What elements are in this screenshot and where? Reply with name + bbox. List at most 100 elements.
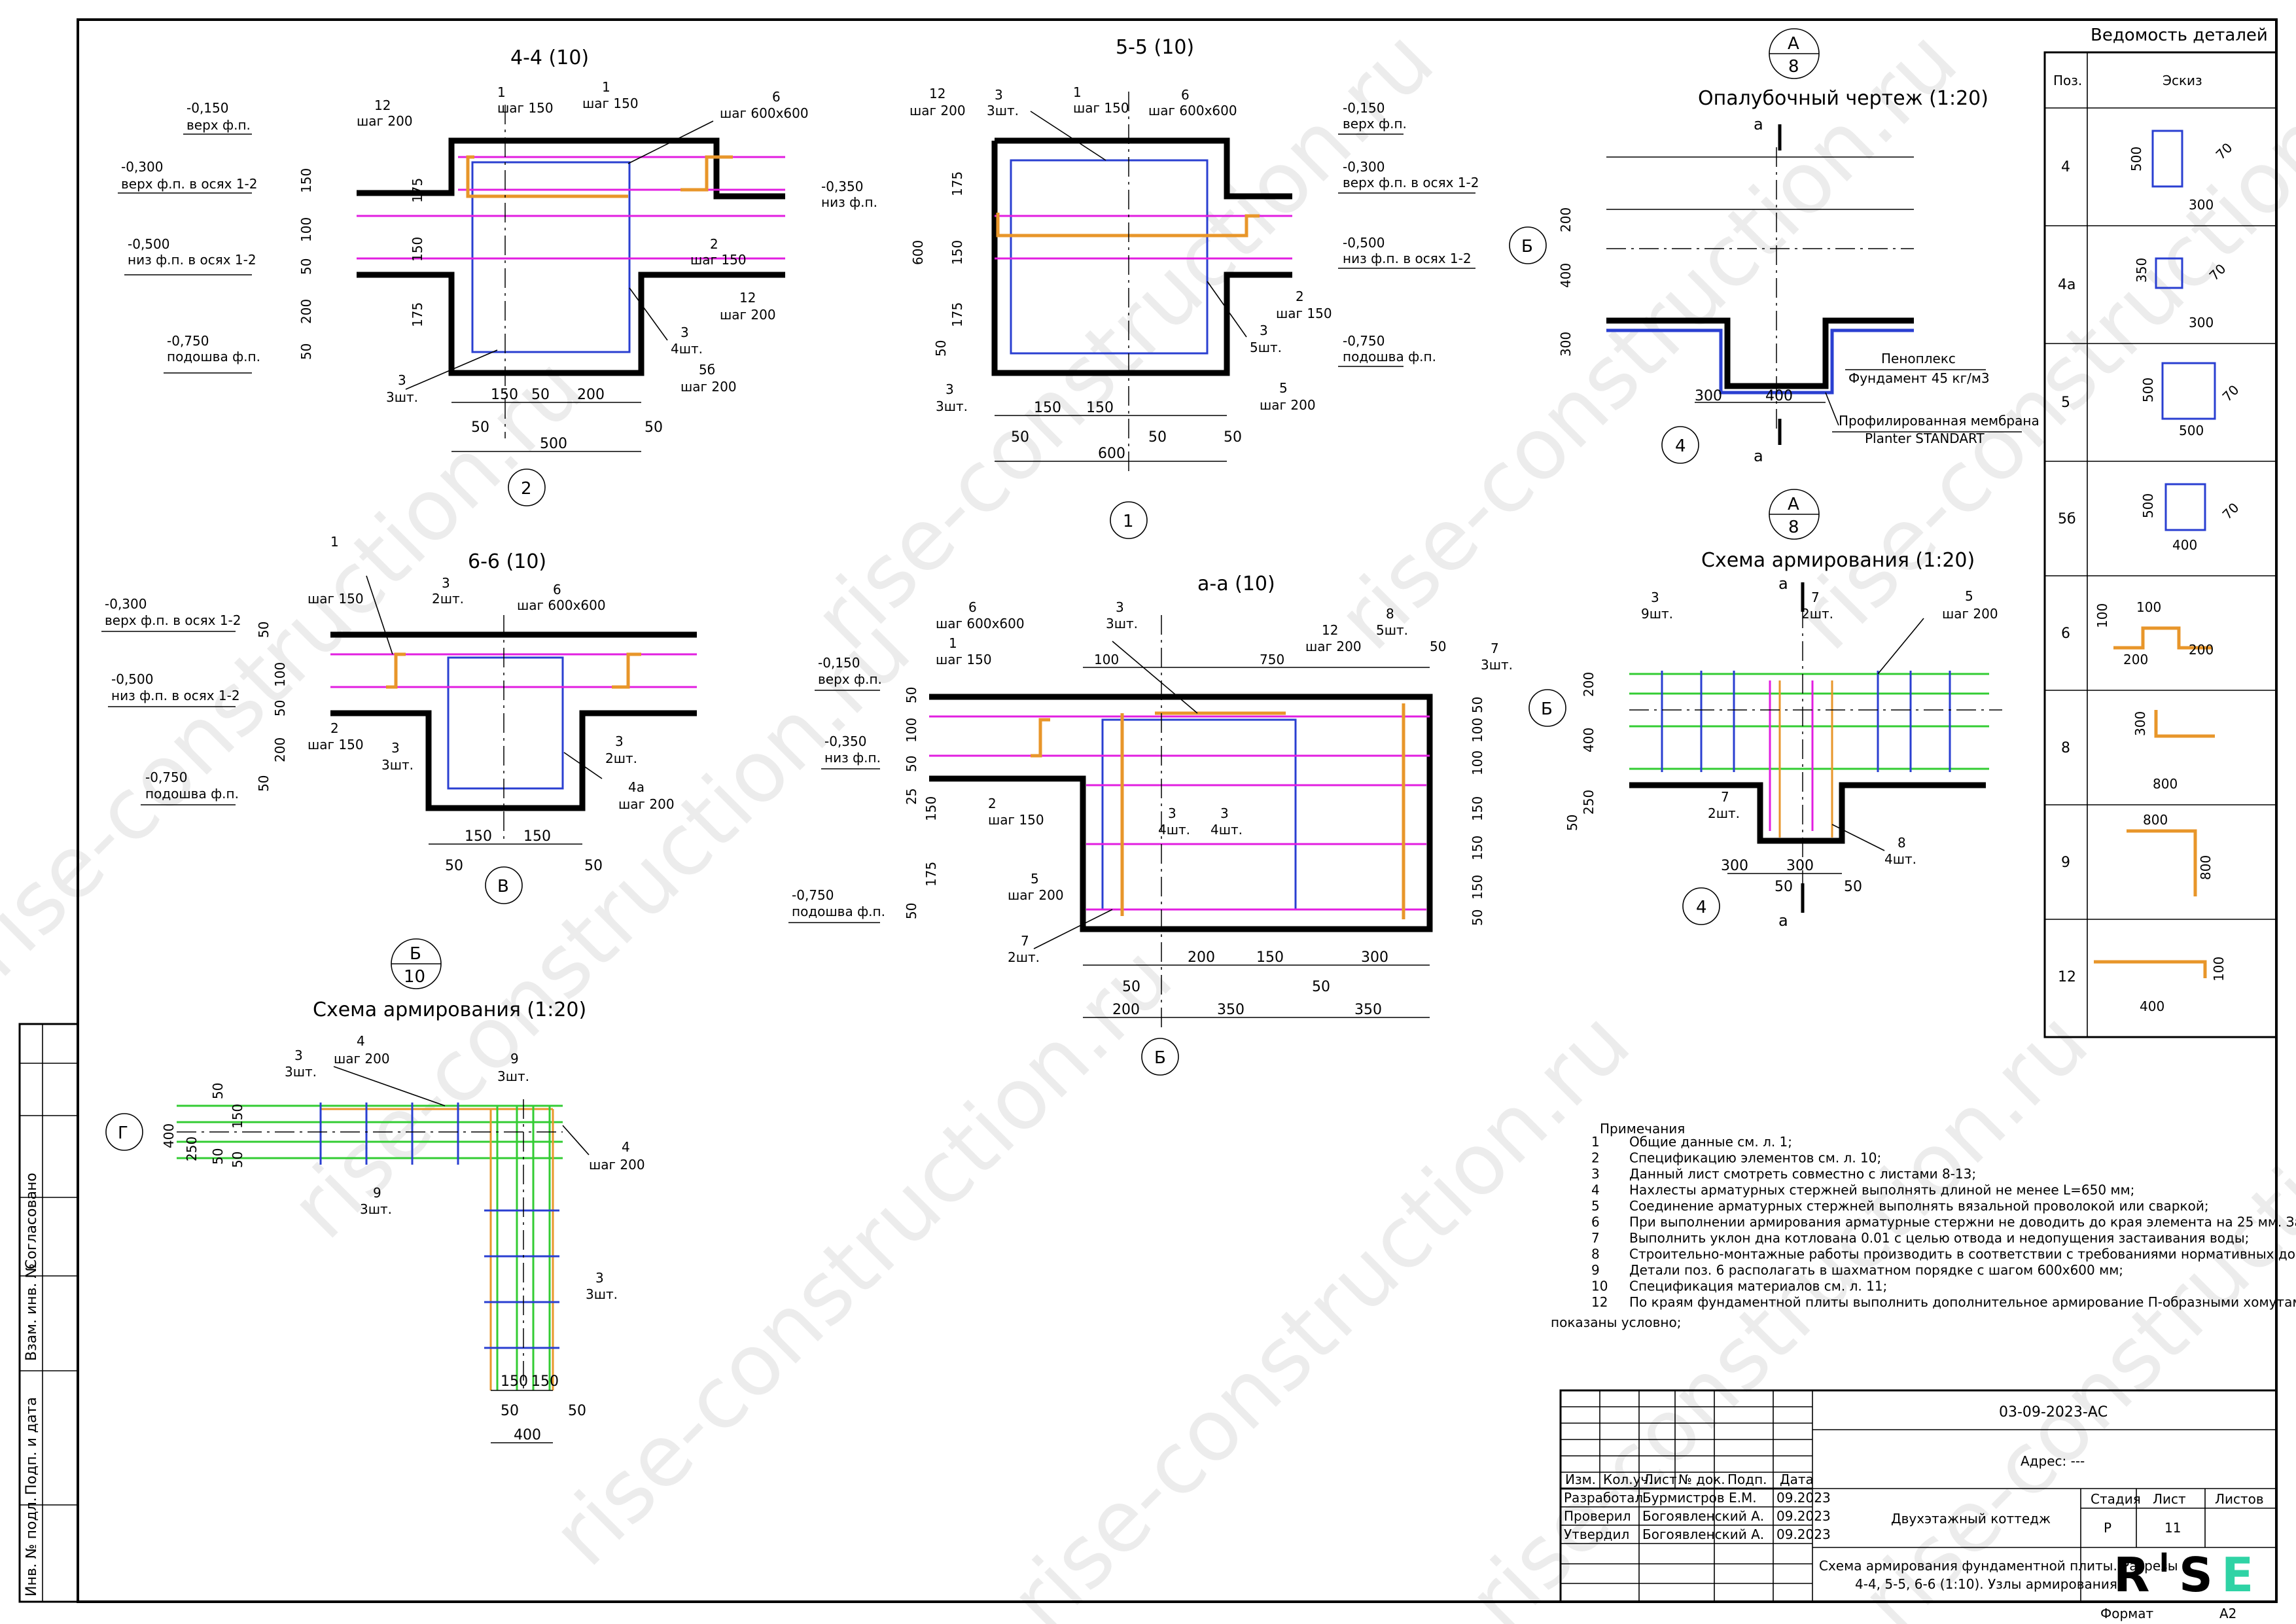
note-label: Planter STANDART — [1865, 431, 1985, 446]
note-number: 6 — [1591, 1214, 1600, 1230]
dim-label: 600 — [910, 240, 926, 265]
dim-label: 350 — [1354, 1002, 1382, 1018]
node-marker-top: Б — [410, 944, 421, 964]
stamp-person-date: 09.2023 — [1776, 1527, 1831, 1542]
dim-label: 300 — [1361, 949, 1388, 966]
level-value: -0,750 — [792, 887, 834, 903]
level-text: низ ф.п. — [824, 750, 881, 766]
dim-label: 500 — [540, 436, 567, 452]
callout: шаг 150 — [582, 96, 639, 111]
dim-label: 200 — [577, 387, 605, 403]
level-text: подошва ф.п. — [167, 349, 260, 364]
callout: 7 — [1721, 789, 1729, 805]
callout: шаг 200 — [910, 103, 966, 118]
node-A8-reinforcement: А 8 Схема армирования (1:20) а а Б 4 200… — [1528, 489, 2002, 930]
level-text: верх ф.п. в осях 1-2 — [121, 176, 258, 192]
callout: шаг 200 — [357, 113, 413, 129]
svg-text:S: S — [2179, 1547, 2213, 1602]
level-text: верх ф.п. — [1343, 116, 1407, 132]
sketch-dim: 800 — [2153, 776, 2178, 792]
dim-label: 50 — [210, 1083, 226, 1099]
dim-label: 200 — [298, 299, 314, 324]
level-value: -0,150 — [818, 655, 860, 671]
axis-marker-label: 4 — [1675, 436, 1686, 456]
level-text: верх ф.п. — [186, 117, 251, 133]
note-number: 1 — [1591, 1134, 1600, 1150]
dim-label: 50 — [1564, 815, 1580, 831]
node-marker-top: А — [1788, 34, 1799, 54]
callout: шаг 200 — [680, 379, 737, 395]
callout: 2шт. — [1708, 805, 1740, 821]
dim-label: 150 — [298, 168, 314, 193]
sketch-dim: 300 — [2189, 315, 2214, 330]
note-number: 9 — [1591, 1262, 1600, 1278]
dim-label: 50 — [210, 1148, 226, 1165]
sketch-dim: 200 — [2189, 642, 2214, 658]
callout: 9 — [373, 1185, 381, 1201]
stirrup — [447, 656, 564, 790]
level-text: низ ф.п. в осях 1-2 — [128, 252, 256, 268]
dim-label: 200 — [1112, 1002, 1140, 1018]
dim-label: 100 — [1094, 652, 1119, 667]
dim-label: 400 — [1558, 263, 1574, 288]
callout: шаг 200 — [1008, 887, 1064, 903]
stamp-person-role: Разработал — [1564, 1490, 1643, 1506]
sketch-dim: 500 — [2179, 423, 2204, 438]
callout: 3шт. — [586, 1286, 618, 1302]
dim-label: 300 — [1695, 388, 1722, 404]
axis-marker — [105, 1113, 143, 1151]
node-marker-bottom: 8 — [1788, 518, 1799, 537]
stamp-code: 03-09-2023-АС — [1999, 1404, 2108, 1421]
callout: 5 — [1031, 871, 1039, 887]
callout: 2 — [710, 236, 718, 252]
callout: шаг 600х600 — [936, 616, 1025, 631]
sketch-dim: 500 — [2128, 147, 2144, 171]
level-text: подошва ф.п. — [1343, 349, 1436, 364]
dim-label: 175 — [410, 178, 425, 203]
watermark-text: rise-construction.ru — [0, 338, 602, 996]
cut-label: а — [1754, 447, 1763, 465]
callout: шаг 150 — [308, 737, 364, 752]
note-label: Фундамент 45 кг/м3 — [1848, 370, 1990, 386]
schedule-title: Ведомость деталей — [2091, 26, 2268, 45]
dim-label: 150 — [491, 387, 518, 403]
node-marker-bottom: 10 — [404, 967, 425, 987]
callout: 1 — [1073, 84, 1082, 100]
sketch-stirrup — [2161, 362, 2216, 420]
callout: 3шт. — [936, 398, 968, 414]
axis-marker — [508, 468, 546, 506]
callout: 2шт. — [432, 591, 464, 607]
level-value: -0,150 — [1343, 100, 1385, 116]
stamp-stage-header: Стадия — [2091, 1491, 2141, 1507]
dim-label: 50 — [1122, 979, 1140, 995]
callout: шаг 600х600 — [720, 105, 809, 121]
callout: шаг 150 — [988, 812, 1044, 828]
axis-marker — [485, 866, 523, 904]
stamp-title-line2: 4-4, 5-5, 6-6 (1:10). Узлы армирования — [1855, 1576, 2117, 1592]
note-text: Данный лист смотреть совместно с листами… — [1629, 1166, 1976, 1182]
dim-label: 50 — [1312, 979, 1330, 995]
stamp-head-cell: Кол.уч. — [1603, 1472, 1653, 1487]
dim-label: 150 — [949, 240, 965, 265]
axis-marker — [1682, 887, 1720, 925]
axis-marker-label: 4 — [1696, 898, 1707, 917]
callout: 5шт. — [1250, 340, 1282, 355]
callout: 2 — [988, 796, 997, 811]
sketch-detail-6 — [2113, 626, 2212, 650]
sketch-detail-9 — [2127, 829, 2197, 896]
detail-6 — [386, 652, 406, 689]
callout: 2шт. — [605, 750, 637, 766]
callout: 1 — [330, 534, 339, 550]
detail-6 — [680, 155, 733, 192]
callout: 3 — [1168, 805, 1176, 821]
cut-label: а — [1778, 911, 1788, 930]
concrete-outline — [330, 631, 697, 811]
callout: 3 — [391, 740, 400, 756]
level-value: -0,150 — [186, 100, 228, 116]
dim-label: 150 — [523, 828, 551, 845]
schedule-col-pos: Поз. — [2053, 73, 2082, 88]
axis-marker-label: Б — [1521, 237, 1533, 256]
section-6-6: 6-6 (10) 50 100 50 200 50 150 150 50 50 … — [101, 534, 697, 904]
svg-text:I: I — [2159, 1548, 2169, 1578]
